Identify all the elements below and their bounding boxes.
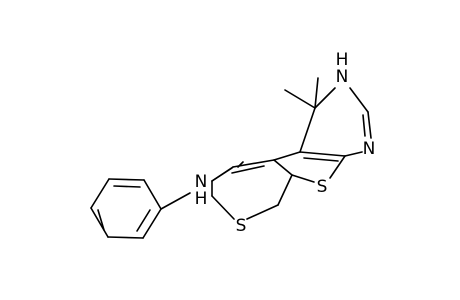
bond-line: [97, 209, 105, 231]
bond-lines: [90, 77, 372, 239]
bond-line: [362, 114, 366, 137]
bond-line: [246, 204, 279, 220]
bond-line: [107, 236, 144, 239]
bond-line: [273, 159, 293, 176]
bond-line: [136, 209, 151, 232]
bond-line: [113, 185, 141, 188]
bond-line: [231, 165, 265, 174]
amine-nitrogen-label: N: [195, 172, 208, 192]
bond-line: [108, 178, 145, 181]
bond-line: [329, 155, 346, 179]
bond-line: [303, 157, 339, 162]
amine-hydrogen-label: H: [195, 189, 208, 209]
bond-line: [344, 151, 363, 157]
bond-line: [142, 208, 162, 239]
bond-line: [299, 107, 316, 153]
thiopyran-sulfur-label: S: [236, 216, 247, 236]
bond-line: [314, 77, 319, 109]
bond-line: [291, 174, 315, 183]
bond-line: [284, 89, 316, 109]
bond-line: [90, 178, 110, 209]
ring-nh-hydrogen-label: H: [336, 50, 349, 70]
bond-line: [314, 87, 336, 109]
bond-line: [143, 179, 162, 210]
bond-line: [273, 151, 301, 161]
bond-line: [349, 87, 369, 113]
bond-line: [237, 161, 244, 168]
ring-nh-nitrogen-label: N: [336, 67, 349, 87]
bond-line: [367, 111, 372, 139]
bond-line: [211, 195, 235, 220]
bond-line: [277, 174, 293, 206]
thiophene-sulfur-label: S: [317, 177, 328, 197]
bond-line: [211, 167, 233, 182]
bond-line: [160, 192, 191, 210]
bond-line: [299, 151, 346, 157]
imine-nitrogen-label: N: [363, 139, 376, 159]
bond-line: [90, 207, 109, 238]
